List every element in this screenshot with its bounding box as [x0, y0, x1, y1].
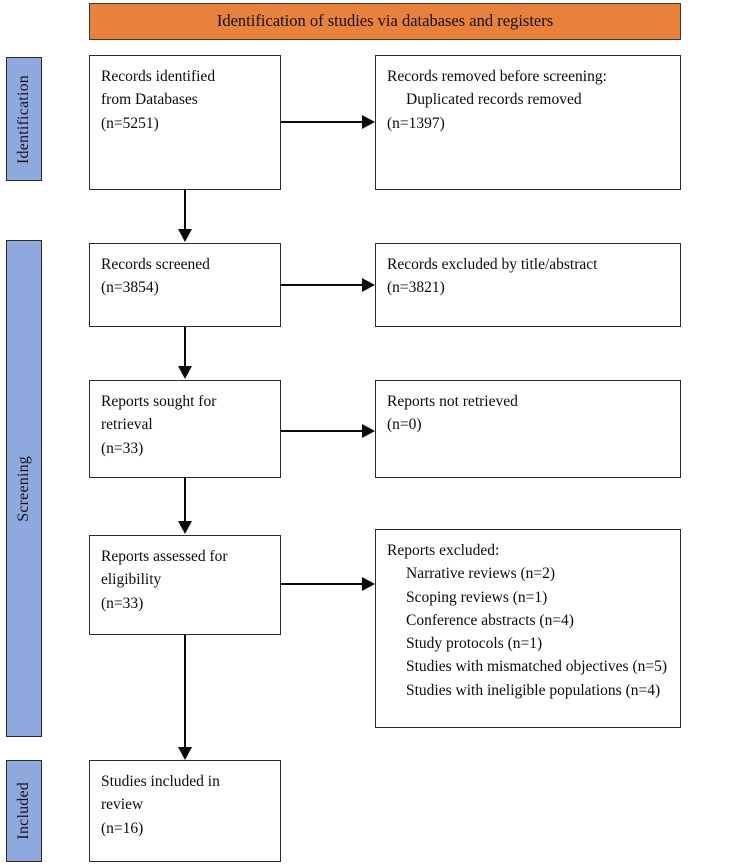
arrowhead-sought-to-not-retrieved: [362, 424, 375, 438]
connector-identified-to-removed: [281, 121, 362, 123]
box-reports-assessed: Reports assessed for eligibility (n=33): [89, 535, 281, 635]
reports-excluded-reason: Studies with ineligible populations (n=4…: [406, 681, 661, 699]
connector-sought-to-assessed: [184, 478, 186, 522]
stage-bar-screening: Screening: [6, 240, 42, 737]
reports-excluded-reason: Study protocols (n=1): [406, 635, 543, 652]
reports-sought-line-2: retrieval: [101, 416, 153, 434]
reports-excluded-reason: Studies with mismatched objectives (n=5): [406, 658, 668, 676]
stage-label-included: Included: [15, 782, 32, 840]
box-records-removed: Records removed before screening: Duplic…: [375, 55, 681, 190]
records-removed-count: (n=1397): [387, 114, 445, 132]
records-identified-count: (n=5251): [101, 114, 159, 132]
arrowhead-screened-to-excluded: [362, 278, 375, 292]
box-studies-included: Studies included in review (n=16): [89, 760, 281, 862]
box-records-identified: Records identified from Databases (n=525…: [89, 55, 281, 190]
records-removed-line-1: Records removed before screening:: [387, 68, 607, 85]
connector-assessed-to-included: [184, 635, 186, 748]
reports-excluded-heading: Reports excluded:: [387, 542, 500, 559]
records-screened-count: (n=3854): [101, 279, 159, 297]
reports-not-retrieved-count: (n=0): [387, 416, 422, 434]
stage-label-screening: Screening: [15, 455, 32, 522]
reports-sought-line-1: Reports sought for: [101, 393, 217, 410]
arrowhead-identified-to-screened: [178, 229, 192, 242]
records-removed-line-2: Duplicated records removed: [406, 91, 582, 109]
studies-included-line-2: review: [101, 796, 144, 814]
reports-assessed-line-2: eligibility: [101, 571, 162, 589]
banner-title: Identification of studies via databases …: [216, 11, 554, 31]
reports-excluded-reason: Conference abstracts (n=4): [406, 611, 574, 629]
identification-banner: Identification of studies via databases …: [89, 3, 681, 40]
reports-excluded-reason: Scoping reviews (n=1): [406, 588, 548, 606]
studies-included-line-1: Studies included in: [101, 773, 220, 790]
arrowhead-assessed-to-excluded: [362, 577, 375, 591]
connector-assessed-to-excluded: [281, 583, 362, 585]
box-records-screened: Records screened (n=3854): [89, 243, 281, 327]
connector-sought-to-not-retrieved: [281, 430, 362, 432]
box-reports-sought: Reports sought for retrieval (n=33): [89, 380, 281, 478]
reports-assessed-count: (n=33): [101, 594, 144, 612]
connector-screened-to-excluded: [281, 284, 362, 286]
arrowhead-identified-to-removed: [362, 115, 375, 129]
reports-sought-count: (n=33): [101, 439, 144, 457]
stage-bar-included: Included: [6, 760, 42, 862]
records-identified-line-1: Records identified: [101, 68, 216, 85]
reports-not-retrieved-line-1: Reports not retrieved: [387, 393, 518, 410]
reports-assessed-line-1: Reports assessed for: [101, 548, 228, 565]
studies-included-count: (n=16): [101, 819, 144, 837]
arrowhead-sought-to-assessed: [178, 521, 192, 534]
records-identified-line-2: from Databases: [101, 91, 198, 109]
connector-identified-to-screened: [184, 190, 186, 230]
records-excluded-ta-line-1: Records excluded by title/abstract: [387, 256, 598, 273]
records-screened-line-1: Records screened: [101, 256, 210, 273]
box-reports-excluded: Reports excluded: Narrative reviews (n=2…: [375, 529, 681, 728]
stage-bar-identification: Identification: [6, 57, 42, 181]
stage-label-identification: Identification: [15, 74, 32, 164]
reports-excluded-reason: Narrative reviews (n=2): [406, 565, 556, 583]
records-excluded-ta-count: (n=3821): [387, 279, 445, 297]
arrowhead-assessed-to-included: [178, 747, 192, 760]
connector-screened-to-sought: [184, 327, 186, 367]
box-records-excluded-title-abstract: Records excluded by title/abstract (n=38…: [375, 243, 681, 327]
arrowhead-screened-to-sought: [178, 366, 192, 379]
box-reports-not-retrieved: Reports not retrieved (n=0): [375, 380, 681, 478]
